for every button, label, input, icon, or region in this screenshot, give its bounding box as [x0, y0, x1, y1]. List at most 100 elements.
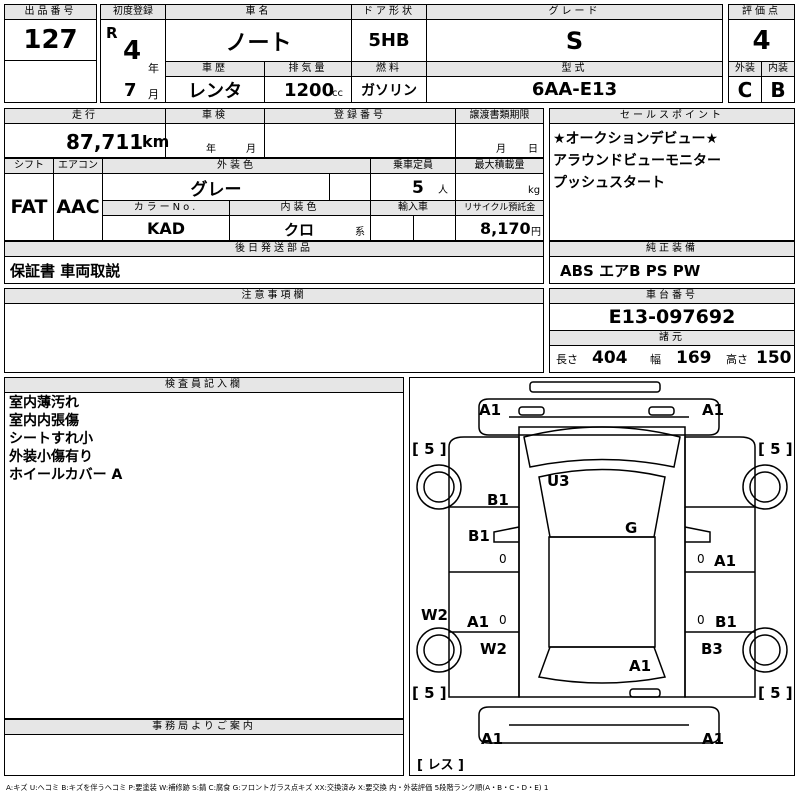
damage-trunk: A1 — [629, 657, 652, 675]
car-diagram-frame — [409, 377, 795, 776]
interior-header: 内装 — [761, 61, 795, 77]
fuel: ガソリン — [361, 82, 417, 99]
damage-left-rear: W2 — [480, 640, 507, 658]
ac-header: エアコン — [53, 158, 103, 174]
model-code: 6AA-E13 — [531, 79, 618, 100]
lot-lower-box — [4, 60, 97, 103]
inspector-box — [4, 392, 404, 719]
grade-header: グレード — [426, 4, 723, 20]
sales-points-header: セールスポイント — [549, 108, 795, 124]
mileage-header: 走行 — [4, 108, 166, 124]
recycle-value: 8,170 — [480, 219, 531, 238]
inspector-note-4: 外装小傷有り — [9, 449, 93, 465]
damage-windshield: G — [625, 519, 638, 537]
damage-right-rear: B3 — [701, 640, 723, 658]
chassis-header: 車台番号 — [549, 288, 795, 304]
import-box — [370, 215, 414, 241]
model-header: 型式 — [426, 61, 723, 77]
registration-month-unit: 月 — [148, 88, 159, 101]
damage-front-left: A1 — [479, 401, 502, 419]
sales-point-1: ★オークションデビュー★ — [553, 131, 719, 147]
damage-zero-4: 0 — [697, 613, 705, 627]
color-number-header: カラーNo. — [102, 200, 230, 216]
displacement-unit: cc — [332, 88, 343, 99]
interior-color-unit: 系 — [355, 227, 365, 238]
lot-number-header: 出品番号 — [4, 4, 97, 20]
width-label: 幅 — [650, 353, 661, 366]
chassis-number: E13-097692 — [608, 306, 736, 328]
notes-header: 注意事項欄 — [4, 288, 544, 304]
registration-number-header: 登録番号 — [264, 108, 456, 124]
damage-left-rear-door: A1 — [467, 613, 490, 631]
car-name-header: 車名 — [165, 4, 352, 20]
capacity-value: 5 — [412, 178, 424, 198]
mileage-unit: km — [142, 132, 170, 151]
damage-left-front-door: B1 — [487, 491, 509, 509]
later-parts: 保証書 車両取説 — [10, 262, 121, 280]
import-box-2 — [413, 215, 456, 241]
mileage-value: 87,711 — [66, 130, 144, 154]
damage-tire-front-left: [ 5 ] — [412, 440, 447, 458]
sales-points-list: ★オークションデビュー★ アラウンドビューモニター プッシュスタート — [553, 130, 721, 192]
registration-number-box — [264, 123, 456, 158]
capacity-header: 乗車定員 — [370, 158, 456, 174]
car-name: ノート — [225, 30, 292, 56]
specs-box — [549, 345, 795, 373]
shift: FAT — [10, 196, 48, 218]
door-header: ドア形状 — [351, 4, 427, 20]
specs-header: 諸元 — [549, 330, 795, 346]
registration-year-unit: 年 — [148, 62, 159, 75]
genuine-equipment-header: 純正装備 — [549, 241, 795, 257]
transfer-deadline-header: 譲渡書類期限 — [455, 108, 544, 124]
max-load-unit: kg — [528, 185, 541, 196]
genuine-equipment-box — [549, 256, 795, 284]
sales-point-3: プッシュスタート — [553, 175, 665, 191]
damage-left-pillar: W2 — [421, 606, 448, 624]
capacity-unit: 人 — [438, 185, 448, 196]
inspection-year-unit: 年 — [206, 144, 216, 155]
exterior-score: C — [737, 77, 753, 102]
damage-zero-3: 0 — [499, 613, 507, 627]
damage-front-right: A1 — [702, 401, 725, 419]
recycle-header: リサイクル預託金 — [455, 200, 544, 216]
height-value: 150 — [756, 348, 792, 368]
length-label: 長さ — [556, 353, 578, 366]
recycle-unit: 円 — [531, 227, 541, 238]
transfer-deadline-box — [455, 123, 544, 158]
height-label: 高さ — [726, 353, 748, 366]
shift-header: シフト — [4, 158, 54, 174]
notes-box — [4, 303, 544, 373]
displacement: 1200 — [284, 80, 335, 101]
exterior-header: 外装 — [728, 61, 762, 77]
inspector-note-1: 室内薄汚れ — [9, 395, 79, 411]
interior-color: クロ — [284, 221, 315, 239]
width-value: 169 — [676, 348, 712, 368]
exterior-color-header: 外装色 — [102, 158, 371, 174]
color-number: KAD — [146, 218, 186, 238]
damage-tire-front-right: [ 5 ] — [758, 440, 793, 458]
interior-score: B — [770, 77, 786, 102]
damage-spare-tire: [ レス ] — [417, 758, 464, 773]
damage-right-fender: A1 — [714, 552, 737, 570]
inspection-month-unit: 月 — [246, 144, 256, 155]
damage-legend: A:キズ U:ヘコミ B:キズを伴うヘコミ P:要塗装 W:補修跡 S:錆 C:… — [6, 783, 549, 792]
office-header: 事務局よりご案内 — [4, 719, 404, 735]
sales-points-box — [549, 123, 795, 241]
damage-rear-left: A1 — [481, 730, 504, 748]
model-box — [426, 76, 723, 103]
office-box — [4, 734, 404, 776]
inspector-note-3: シートすれ小 — [9, 431, 93, 447]
later-parts-box — [4, 256, 544, 284]
recycle-box — [455, 215, 544, 241]
damage-zero-1: 0 — [499, 552, 507, 566]
genuine-equipment: ABS エアB PS PW — [560, 262, 701, 280]
max-load-header: 最大積載量 — [455, 158, 544, 174]
inspection-header: 車検 — [165, 108, 265, 124]
inspector-header: 検査員記入欄 — [4, 377, 404, 393]
car-diagram — [416, 381, 788, 744]
score-header: 評価点 — [728, 4, 795, 20]
import-header: 輸入車 — [370, 200, 456, 216]
damage-tire-rear-right: [ 5 ] — [758, 684, 793, 702]
lot-number: 127 — [23, 25, 78, 55]
damage-right-rear-door: B1 — [715, 613, 737, 631]
